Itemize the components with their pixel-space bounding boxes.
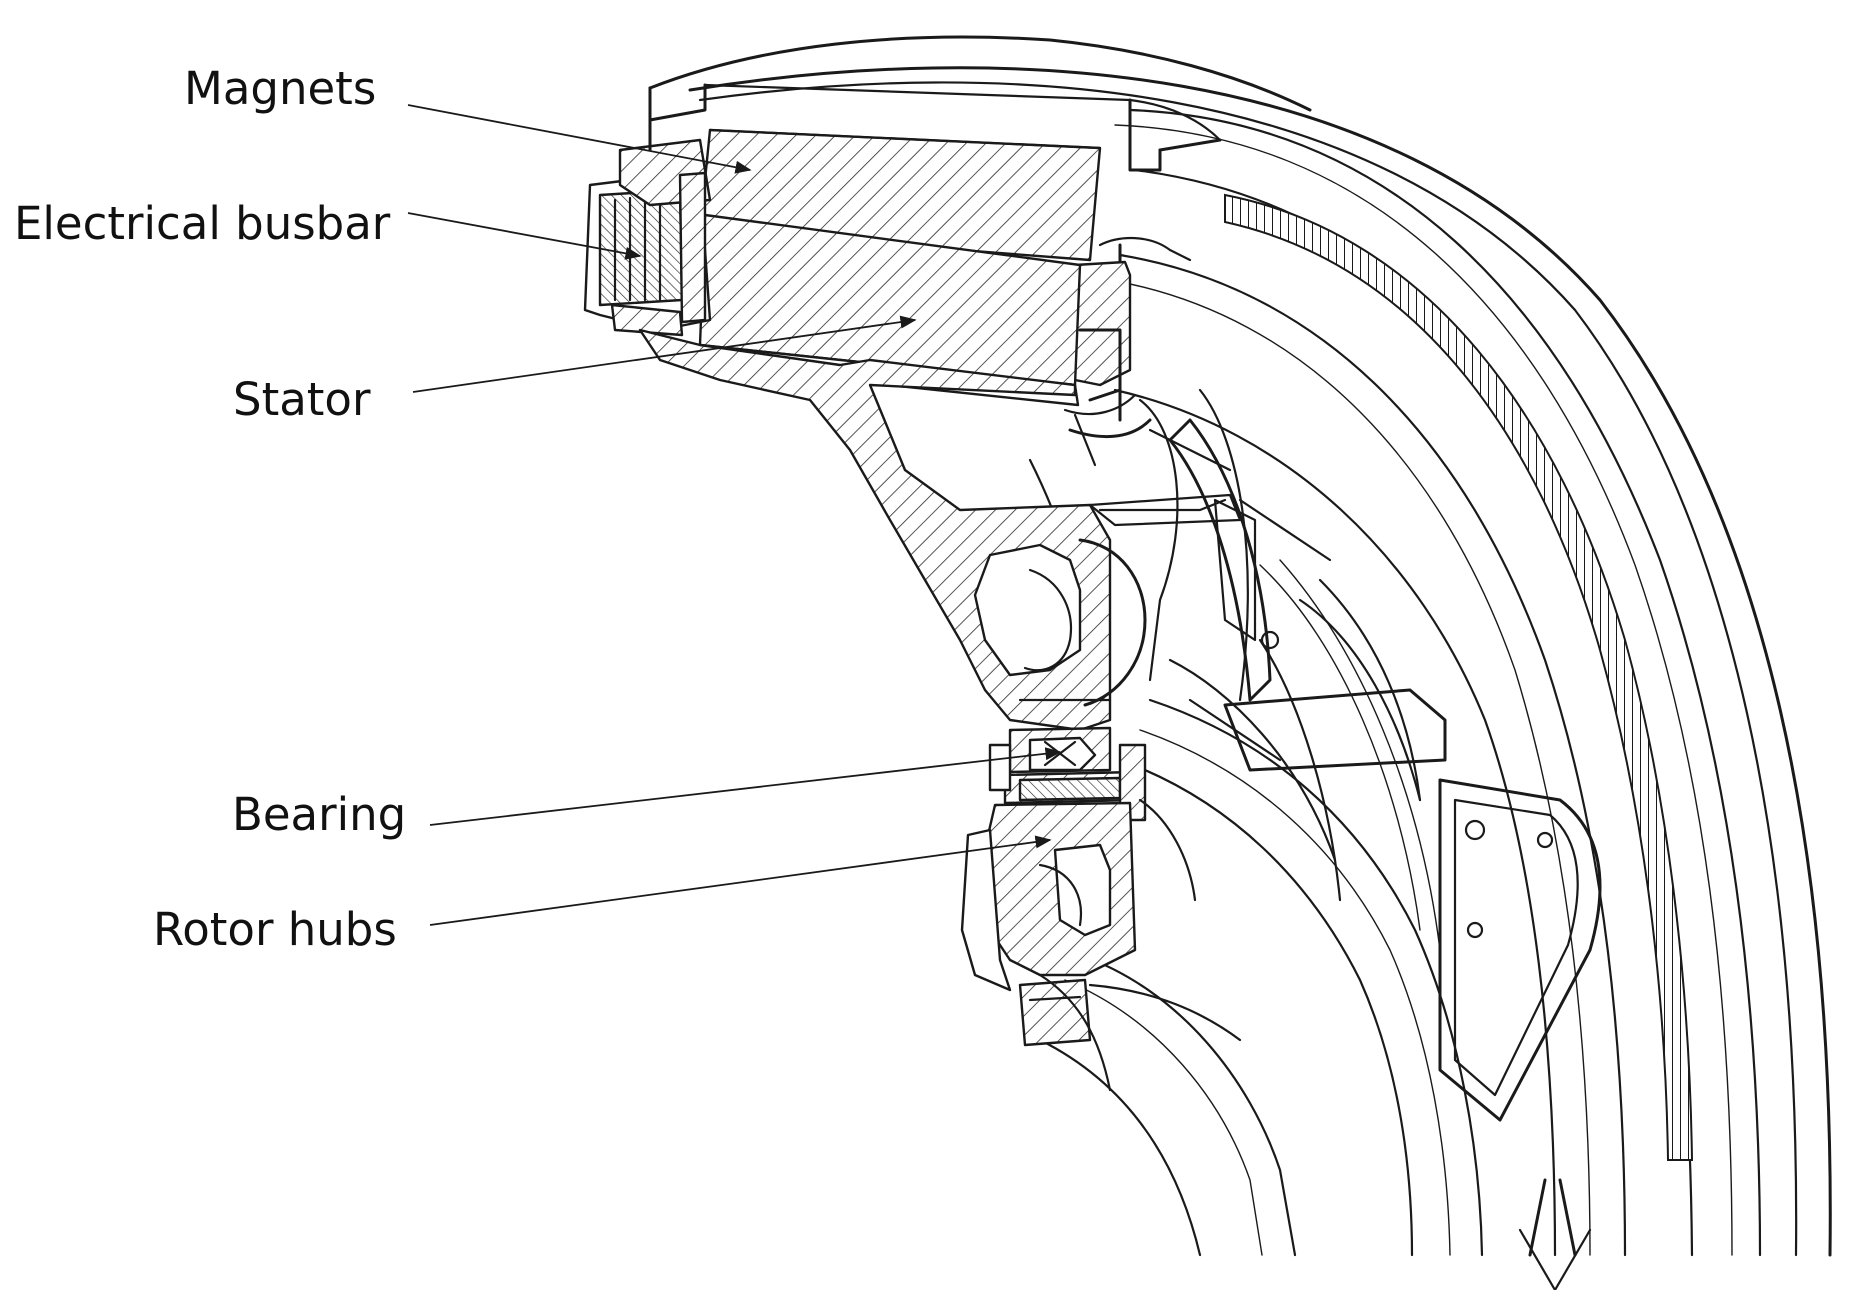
label-stator: Stator xyxy=(233,373,371,426)
bearing-leader xyxy=(429,747,1062,826)
leader-lines xyxy=(407,104,1062,926)
rotor-hubs-leader xyxy=(429,835,1052,926)
busbar-section xyxy=(583,86,712,337)
busbar-leader xyxy=(407,212,642,260)
magnets-leader xyxy=(407,104,752,174)
wheel-spokes xyxy=(1028,388,1602,1290)
stator-leader xyxy=(412,315,917,393)
label-electrical-busbar: Electrical busbar xyxy=(14,197,391,250)
label-magnets: Magnets xyxy=(184,62,376,115)
encoder-tooth-ring xyxy=(1224,193,1694,1161)
bearing-section xyxy=(988,726,1147,822)
wheel-inner-rings xyxy=(1038,253,1627,1257)
rotor-hubs-section xyxy=(960,798,1242,1092)
label-rotor-hubs: Rotor hubs xyxy=(153,903,397,956)
label-bearing: Bearing xyxy=(232,788,406,841)
hub-flange-section xyxy=(638,328,1242,732)
motor-housing xyxy=(648,35,1312,467)
